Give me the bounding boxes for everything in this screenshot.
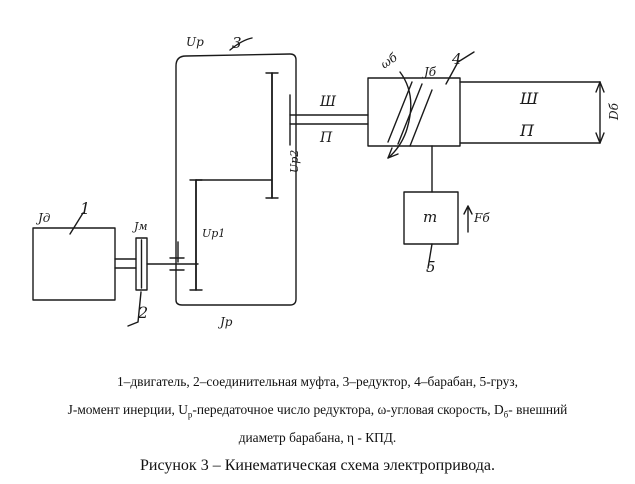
reducer-ratio-top-label: Up: [186, 35, 204, 49]
caption-line2-sub2: б: [503, 409, 509, 420]
caption-line2-suffix: - внешний: [508, 402, 568, 417]
motor-box: [32, 227, 116, 301]
caption-legend-line3: диаметр барабана, η - КПД.: [238, 430, 397, 445]
bearing-left-top-label: Ш: [319, 94, 337, 110]
diameter-arrow-bot: [595, 132, 605, 144]
bearing-right-top-label: Ш: [519, 89, 539, 108]
coupling-inertia-label: Jм: [132, 220, 148, 233]
motor-inertia-label: Jд: [35, 211, 51, 225]
load-mass-label: m: [423, 208, 437, 226]
motor-leader-line: [69, 212, 84, 235]
drum-hatch-1: [387, 81, 413, 143]
reducer-number-label: 3: [232, 34, 242, 52]
caption-legend-line1: 1–двигатель, 2–соединительная муфта, 3–р…: [116, 374, 519, 389]
drum-omega-arrow: [387, 71, 412, 159]
reducer-inertia-label: Jp: [217, 315, 233, 329]
drum-hatch-3: [409, 89, 433, 147]
motor-number-label: 1: [80, 199, 90, 218]
load-leader-line: [427, 243, 433, 269]
load-number-label: 5: [426, 258, 436, 276]
drum-diameter-label: Dб: [607, 102, 621, 121]
caption-line2-middle: -передаточное число редуктора, ω-угловая…: [192, 402, 504, 417]
diameter-arrow-top: [595, 81, 605, 93]
reducer-leader-line: [229, 37, 253, 51]
load-box: [403, 191, 459, 245]
load-force-arrow: [463, 205, 473, 233]
caption-legend-line2: J-момент инерции, Up-передаточное число …: [0, 402, 635, 420]
drum-box: [367, 77, 461, 147]
coupling-leader-line: [127, 291, 142, 327]
caption-line2-sub: p: [187, 409, 193, 420]
drum-omega-arrowhead: [387, 147, 399, 159]
drum-number-label: 4: [451, 50, 462, 68]
drum-inertia-label: Jб: [421, 65, 437, 79]
ratio-stage1-label: Up1: [202, 227, 225, 240]
caption-line2-prefix: J-момент инерции, U: [67, 402, 188, 417]
drum-leader-line: [445, 51, 475, 85]
drum-omega-label: ωб: [378, 50, 401, 72]
bearing-right-bottom-label: П: [519, 121, 535, 140]
bearing-left-bottom-label: П: [319, 130, 333, 146]
coupling-number-label: 2: [137, 303, 148, 322]
figure-title: Рисунок 3 – Кинематическая схема электро…: [140, 457, 495, 474]
kinematic-diagram: Jд 1 Jм 2 Up 3 Jp Up1 Up2 Ш П ωб Jб 4 Ш: [32, 34, 621, 329]
ratio-stage2-label: Up2: [288, 150, 301, 173]
load-force-label: Fб: [473, 211, 490, 225]
reducer-housing: [175, 53, 297, 306]
